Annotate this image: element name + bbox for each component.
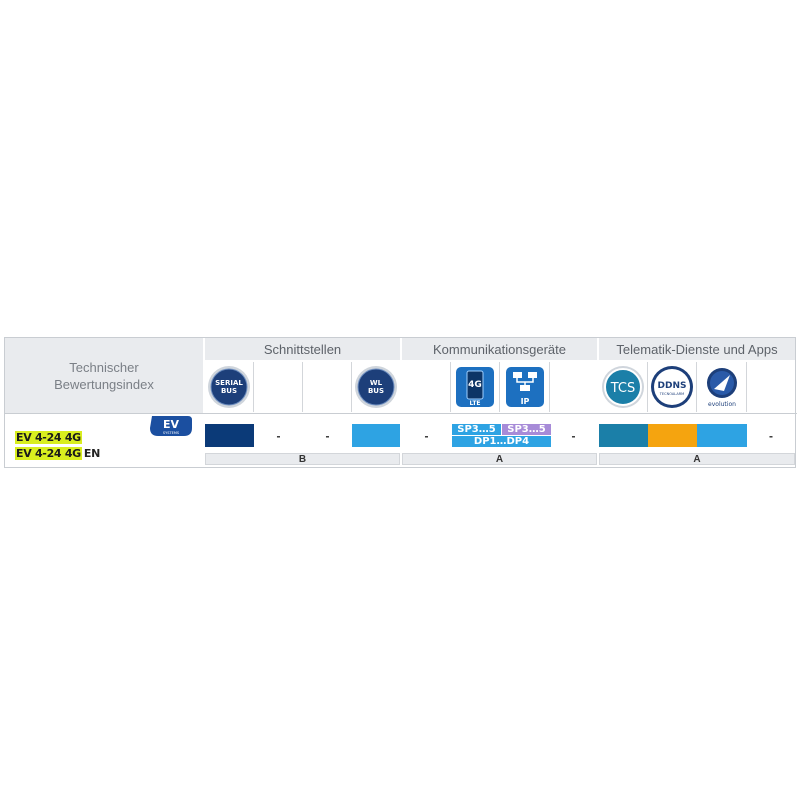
product-name-2-text: EV 4-24 4G [15, 447, 82, 460]
empty-icon-cell-3 [402, 362, 451, 412]
empty-icon-cell-5 [747, 362, 795, 412]
ev-badge-sub-text: SYSTEMS [163, 431, 180, 435]
evolution-cell: evolution [697, 362, 747, 412]
evolution-text: evolution [708, 401, 736, 408]
wl-bus-icon: WL BUS [355, 366, 397, 408]
rating-index-header: Technischer Bewertungsindex [5, 338, 203, 413]
group-header-kommunikation: Kommunikationsgeräte [402, 338, 597, 360]
ev-systems-badge: EV SYSTEMS [150, 416, 192, 436]
serial-bus-value [205, 424, 254, 447]
ip-cell: IP [500, 362, 550, 412]
wl-bus-text-1: WL [370, 379, 383, 387]
empty-icon-cell-2 [303, 362, 352, 412]
ip-text: IP [520, 397, 529, 406]
technical-rating-table: Technischer Bewertungsindex Schnittstell… [4, 337, 797, 468]
lte-4g-text: 4G [468, 380, 482, 390]
tcs-value [599, 424, 648, 447]
sp-ip-value: SP3…5 [502, 424, 551, 435]
product-name-1: EV 4-24 4G [15, 431, 82, 444]
dash-value-2: - [325, 428, 330, 443]
ddns-sub-text: TECNOALARM [659, 392, 684, 396]
lte-text: LTE [469, 400, 480, 407]
row-divider [5, 413, 797, 414]
tcs-text: TCS [610, 381, 636, 396]
group-header-schnittstellen: Schnittstellen [205, 338, 400, 360]
dash-value-4: - [571, 428, 576, 443]
serial-bus-icon: SERIAL BUS [208, 366, 250, 408]
sp-lte-value: SP3…5 [452, 424, 501, 435]
product-en-suffix: EN [83, 447, 101, 460]
serial-bus-cell: SERIAL BUS [205, 362, 254, 412]
rating-index-label-line1: Technischer [69, 359, 139, 375]
ip-network-icon: IP [505, 367, 544, 407]
rating-schnittstellen: B [205, 453, 400, 465]
ddns-cell: DDNS TECNOALARM [648, 362, 697, 412]
lte-phone-icon: 4G LTE [456, 367, 494, 407]
wl-bus-cell: WL BUS [352, 362, 400, 412]
rating-index-label-line2: Bewertungsindex [54, 376, 154, 392]
group-header-telematik: Telematik-Dienste und Apps [599, 338, 795, 360]
rating-telematik: A [599, 453, 795, 465]
lte-cell: 4G LTE [451, 362, 500, 412]
rating-kommunikation: A [402, 453, 597, 465]
wl-bus-value [352, 424, 400, 447]
dp-value: DP1…DP4 [452, 436, 551, 447]
wl-bus-text-2: BUS [368, 387, 384, 395]
ddns-text: DDNS [658, 381, 687, 391]
tcs-cell: TCS [599, 362, 648, 412]
dash-value-5: - [769, 428, 773, 443]
dash-value-3: - [424, 428, 429, 443]
product-name-1-text: EV 4-24 4G [15, 431, 82, 444]
ddns-icon: DDNS TECNOALARM [651, 366, 693, 408]
evolution-value [697, 424, 747, 447]
ev-badge-text: EV [163, 418, 180, 431]
serial-bus-text-2: BUS [221, 387, 237, 395]
serial-bus-text-1: SERIAL [215, 379, 243, 387]
empty-icon-cell-4 [550, 362, 597, 412]
empty-icon-cell-1 [254, 362, 303, 412]
dash-value-1: - [276, 428, 281, 443]
ddns-value [648, 424, 697, 447]
tcs-icon: TCS [602, 366, 644, 408]
evolution-app-icon: evolution [706, 368, 737, 408]
